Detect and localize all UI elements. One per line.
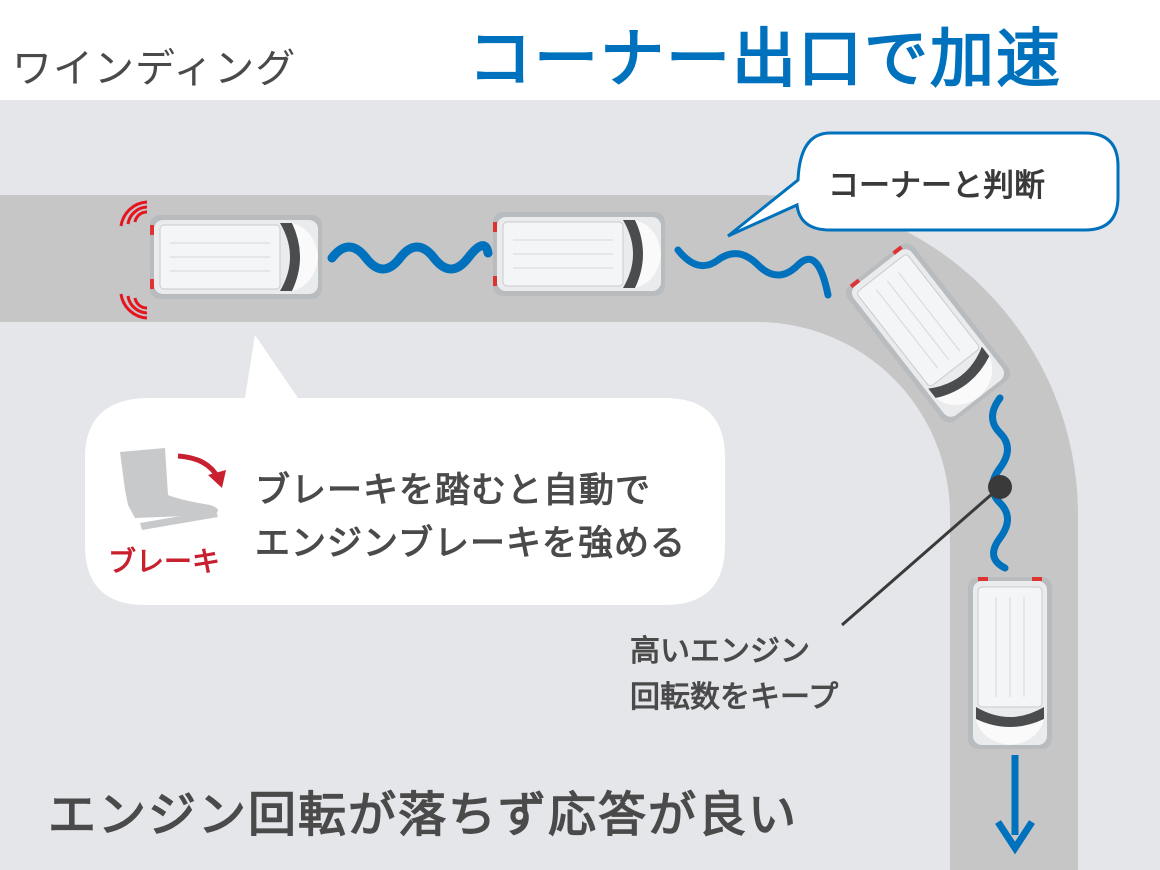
car-braking xyxy=(149,214,323,300)
vibration-wave-1 xyxy=(327,241,493,274)
section-subtitle: ワインディング xyxy=(12,46,297,92)
rpm-callout-line1: 高いエンジン xyxy=(630,634,810,669)
page-title: コーナー出口で加速 xyxy=(468,23,1062,97)
brake-signal-icon xyxy=(119,200,148,320)
rpm-pointer-line xyxy=(841,485,1001,627)
car-accelerating xyxy=(967,576,1053,750)
brake-label: ブレーキ xyxy=(108,545,221,578)
brake-callout xyxy=(85,335,725,605)
car-decelerating xyxy=(492,211,666,297)
vibration-wave-2 xyxy=(674,246,832,299)
rpm-callout-line2: 回転数をキープ xyxy=(630,680,839,715)
road xyxy=(0,195,1078,870)
direction-arrow-icon xyxy=(995,820,1035,855)
brake-callout-line2: エンジンブレーキを強める xyxy=(255,524,686,564)
press-arrowhead xyxy=(208,470,226,488)
footer-caption: エンジン回転が落ちず応答が良い xyxy=(48,787,799,843)
rpm-pointer-dot xyxy=(988,475,1012,499)
brake-callout-line1: ブレーキを踏むと自動で xyxy=(255,471,652,511)
boot-icon xyxy=(120,448,219,530)
corner-callout-text: コーナーと判断 xyxy=(828,168,1045,204)
corner-callout xyxy=(727,131,1120,238)
